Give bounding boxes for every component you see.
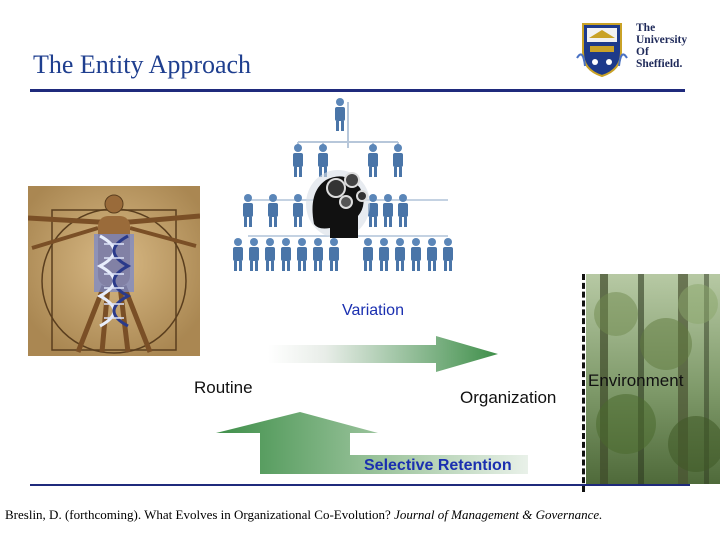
citation-text: Breslin, D. (forthcoming). What Evolves … [5, 507, 395, 522]
org-chart-image [218, 96, 480, 282]
footer-rule [30, 484, 690, 486]
organization-label: Organization [460, 388, 557, 407]
environment-label: Environment [588, 371, 684, 390]
university-crest-icon [576, 23, 628, 78]
variation-arrow [268, 336, 498, 372]
selective-retention-label: Selective Retention [364, 457, 512, 474]
logo-line-2: University [636, 34, 688, 46]
title-underline [30, 89, 685, 92]
variation-label: Variation [342, 302, 404, 319]
logo-line-1: The [636, 22, 656, 34]
vitruvian-man-dna-image [28, 186, 200, 356]
routine-label: Routine [194, 378, 253, 397]
logo-line-4: Sheffield. [636, 58, 683, 70]
slide-title: The Entity Approach [33, 50, 252, 79]
selective-retention-arrow [216, 412, 528, 474]
forest-environment-image [586, 274, 720, 484]
university-logo-text: The University Of Sheffield. [636, 22, 716, 70]
logo-line-3: Of [636, 46, 649, 58]
citation-journal: Journal of Management & Governance. [394, 507, 603, 522]
citation: Breslin, D. (forthcoming). What Evolves … [5, 507, 602, 523]
environment-boundary-line [582, 274, 585, 492]
